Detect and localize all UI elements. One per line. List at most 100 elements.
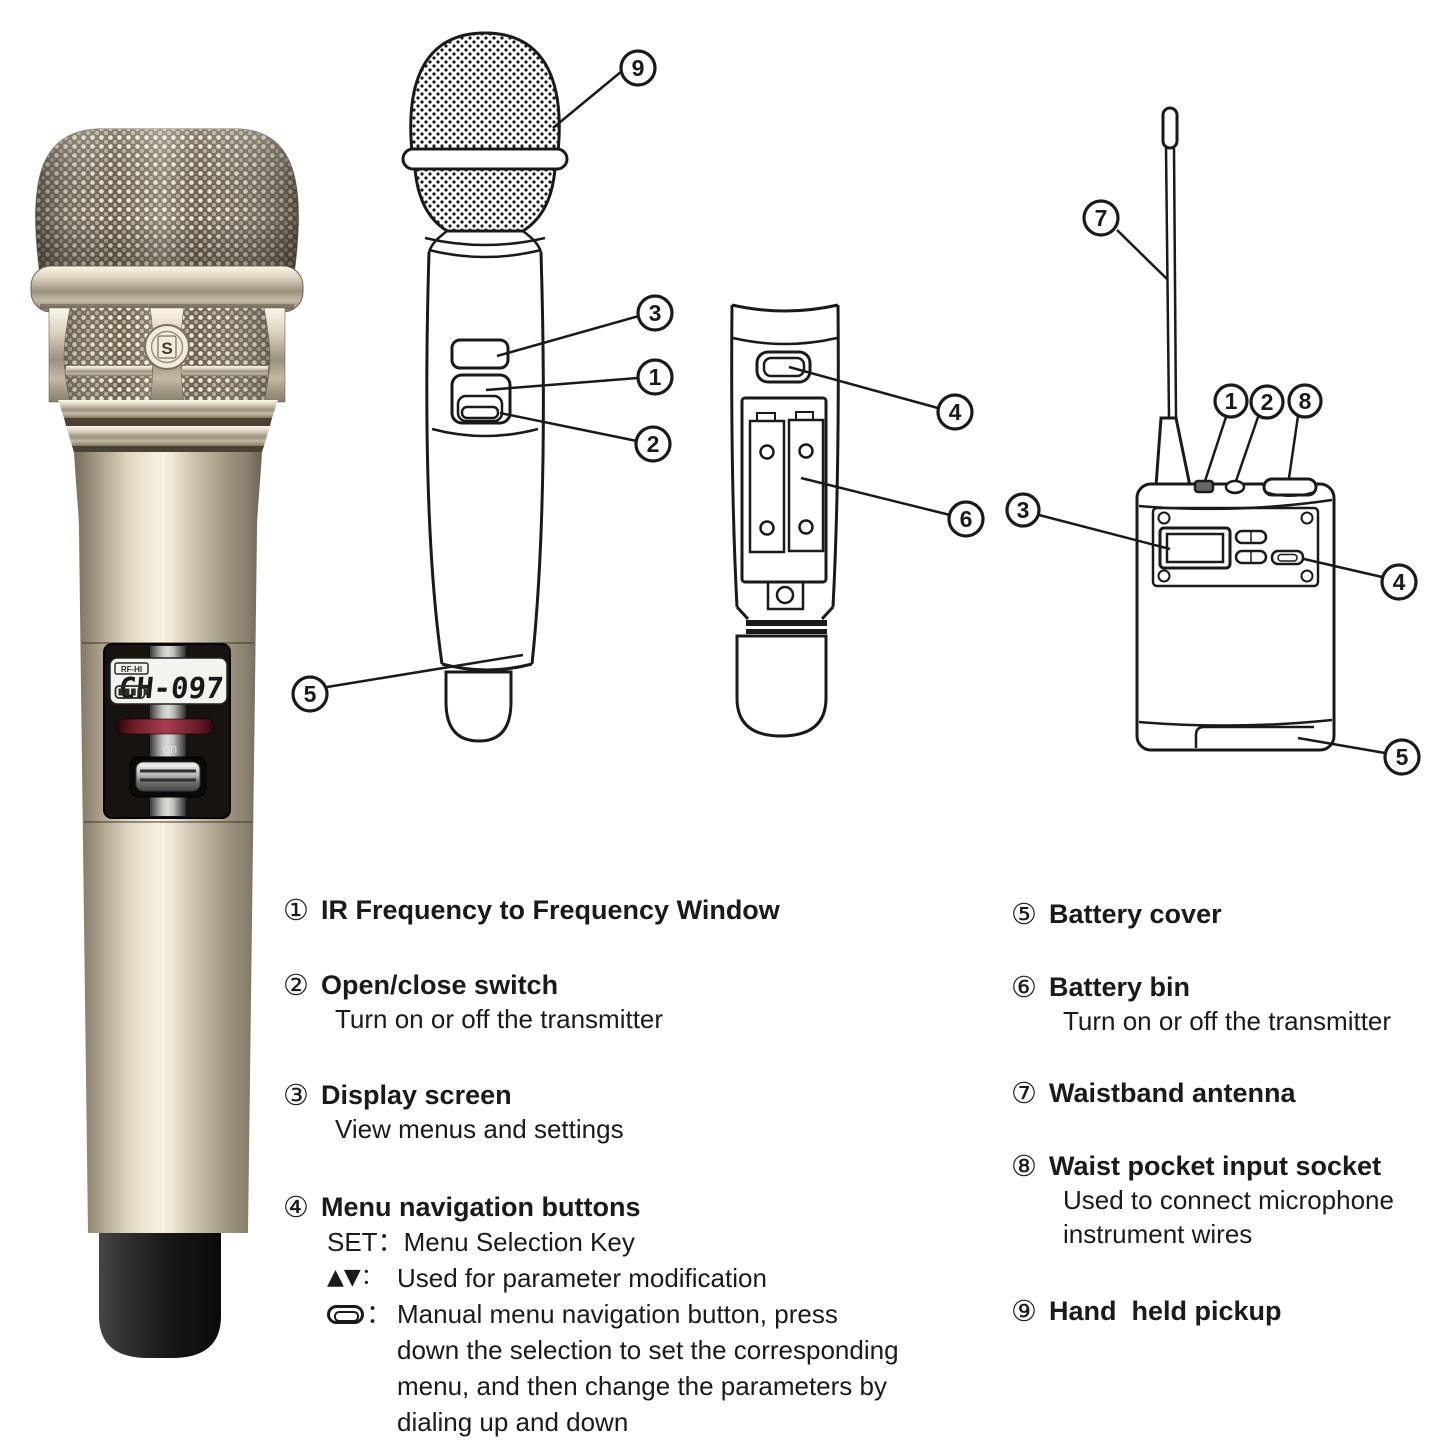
- leader-line: [326, 653, 524, 689]
- callout-1: 1: [1213, 383, 1249, 419]
- leader-line: [499, 411, 638, 443]
- legend-item-antenna: ⑦ Waistband antenna: [1011, 1076, 1441, 1110]
- callout-4: 4: [1380, 563, 1418, 601]
- power-switch[interactable]: [129, 756, 207, 798]
- menu-sub-cont: down the selection to set the correspond…: [397, 1335, 899, 1365]
- power-switch-drawing: [456, 394, 504, 423]
- colon: ：: [366, 1299, 393, 1329]
- legend-item-battery-cover: ⑤ Battery cover: [1011, 897, 1441, 931]
- lcd-display: RF-HI CH-097: [109, 657, 228, 705]
- legend-description: instrument wires: [1063, 1219, 1253, 1249]
- legend-item-menu-buttons: ④ Menu navigation buttons SET： Menu Sele…: [283, 1190, 963, 1440]
- circled-number: ⑤: [1011, 897, 1037, 931]
- callout-5: 5: [291, 675, 329, 713]
- grille-ring-drawing: [401, 147, 569, 171]
- antenna-base-cone: [1154, 416, 1192, 488]
- callout-3: 3: [1005, 492, 1041, 528]
- grille-dome-drawing: [409, 31, 561, 154]
- legend-right-column: ⑤ Battery cover ⑥ Battery bin Turn on or…: [1011, 880, 1441, 1328]
- svg-text:3: 3: [1017, 497, 1030, 523]
- circled-number: ④: [283, 1190, 309, 1224]
- callout-9: 9: [619, 49, 657, 87]
- callout-4: 4: [936, 393, 974, 431]
- legend-title: IR Frequency to Frequency Window: [321, 895, 780, 925]
- circled-number: ②: [283, 968, 309, 1002]
- input-socket: [1262, 477, 1318, 497]
- mic-tail-drawing: [444, 670, 513, 743]
- circled-number: ①: [283, 893, 309, 927]
- ir-window: [116, 718, 215, 735]
- circled-number: ⑧: [1011, 1149, 1037, 1183]
- circled-number: ⑥: [1011, 970, 1037, 1004]
- svg-text:6: 6: [960, 506, 973, 532]
- legend-item-display: ③ Display screen View menus and settings: [283, 1078, 963, 1146]
- mic-collar: [58, 400, 278, 452]
- svg-text:8: 8: [1299, 388, 1312, 414]
- mic-body-right-edge: [530, 251, 545, 665]
- circled-number: ③: [283, 1078, 309, 1112]
- mic-control-panel: RF-HI CH-097 on: [103, 643, 231, 819]
- menu-sub-cont: menu, and then change the parameters by: [397, 1371, 887, 1401]
- leader-line: [1038, 513, 1171, 551]
- svg-text:1: 1: [649, 364, 662, 390]
- svg-text:4: 4: [949, 399, 962, 425]
- bodypack-display: [1158, 526, 1232, 570]
- legend-title: Hand held pickup: [1049, 1296, 1282, 1326]
- up-down-arrows-icon: ▲▼：: [327, 1265, 383, 1290]
- callout-7: 7: [1082, 199, 1120, 237]
- svg-text:2: 2: [647, 431, 660, 457]
- back-tail-drawing: [735, 634, 828, 738]
- leader-line: [485, 376, 639, 392]
- lcd-status-label: RF-HI: [121, 665, 142, 674]
- legend-item-pickup: ⑨ Hand held pickup: [1011, 1294, 1441, 1328]
- menu-sub-text: Manual menu navigation button, press: [397, 1299, 838, 1329]
- callout-6: 6: [947, 500, 985, 538]
- callout-1: 1: [636, 358, 674, 396]
- legend-description: Turn on or off the transmitter: [1063, 1006, 1392, 1036]
- legend-title: Waistband antenna: [1049, 1078, 1296, 1108]
- legend-item-switch: ② Open/close switch Turn on or off the t…: [283, 968, 963, 1036]
- legend-description: View menus and settings: [335, 1114, 624, 1144]
- leader-line: [1287, 415, 1300, 479]
- top-button-1: [1193, 479, 1215, 494]
- callout-2: 2: [634, 425, 672, 463]
- mic-bottom-cap: [99, 1233, 221, 1358]
- lower-grille-drawing: [413, 167, 557, 233]
- back-button-drawing: [755, 350, 812, 384]
- handheld-back-drawing: 4 6: [730, 303, 985, 738]
- lcd-channel-readout: CH-097: [117, 671, 225, 705]
- antenna-shaft: [1164, 147, 1171, 419]
- svg-text:2: 2: [1261, 389, 1274, 415]
- front-panel: [1151, 506, 1320, 588]
- legend-item-battery-bin: ⑥ Battery bin Turn on or off the transmi…: [1011, 970, 1441, 1038]
- antenna-tip: [1161, 106, 1179, 150]
- mic-body-left-edge: [425, 251, 444, 665]
- tube-right-edge: [831, 304, 840, 608]
- menu-sub-set: SET： Menu Selection Key: [283, 1224, 963, 1260]
- legend-description: Used to connect microphone: [1063, 1185, 1394, 1215]
- menu-sub-text: Menu Selection Key: [403, 1227, 635, 1257]
- svg-text:7: 7: [1095, 205, 1108, 231]
- mic-grille-dome: [35, 128, 299, 275]
- set-button: [1270, 549, 1305, 566]
- set-key-label: SET：: [327, 1227, 404, 1257]
- leader-line: [552, 70, 623, 129]
- circled-number: ⑦: [1011, 1076, 1037, 1110]
- legend-description: Turn on or off the transmitter: [335, 1004, 664, 1034]
- legend-title: Display screen: [321, 1080, 512, 1110]
- menu-sub-cont: dialing up and down: [397, 1407, 629, 1437]
- callout-3: 3: [636, 294, 674, 332]
- legend-title: Waist pocket input socket: [1049, 1151, 1382, 1181]
- legend-title: Menu navigation buttons: [321, 1192, 641, 1222]
- legend-item-input-socket: ⑧ Waist pocket input socket Used to conn…: [1011, 1149, 1441, 1251]
- svg-text:3: 3: [649, 300, 662, 326]
- leader-line: [496, 314, 640, 358]
- legend-item-ir-window: ① IR Frequency to Frequency Window: [283, 893, 963, 927]
- svg-text:4: 4: [1393, 569, 1406, 595]
- tube-left-edge: [730, 304, 739, 608]
- bodypack-drawing: 7 1 2 8 3 4 5: [1005, 106, 1421, 776]
- brand-badge: S: [144, 324, 190, 370]
- callout-8: 8: [1287, 383, 1323, 419]
